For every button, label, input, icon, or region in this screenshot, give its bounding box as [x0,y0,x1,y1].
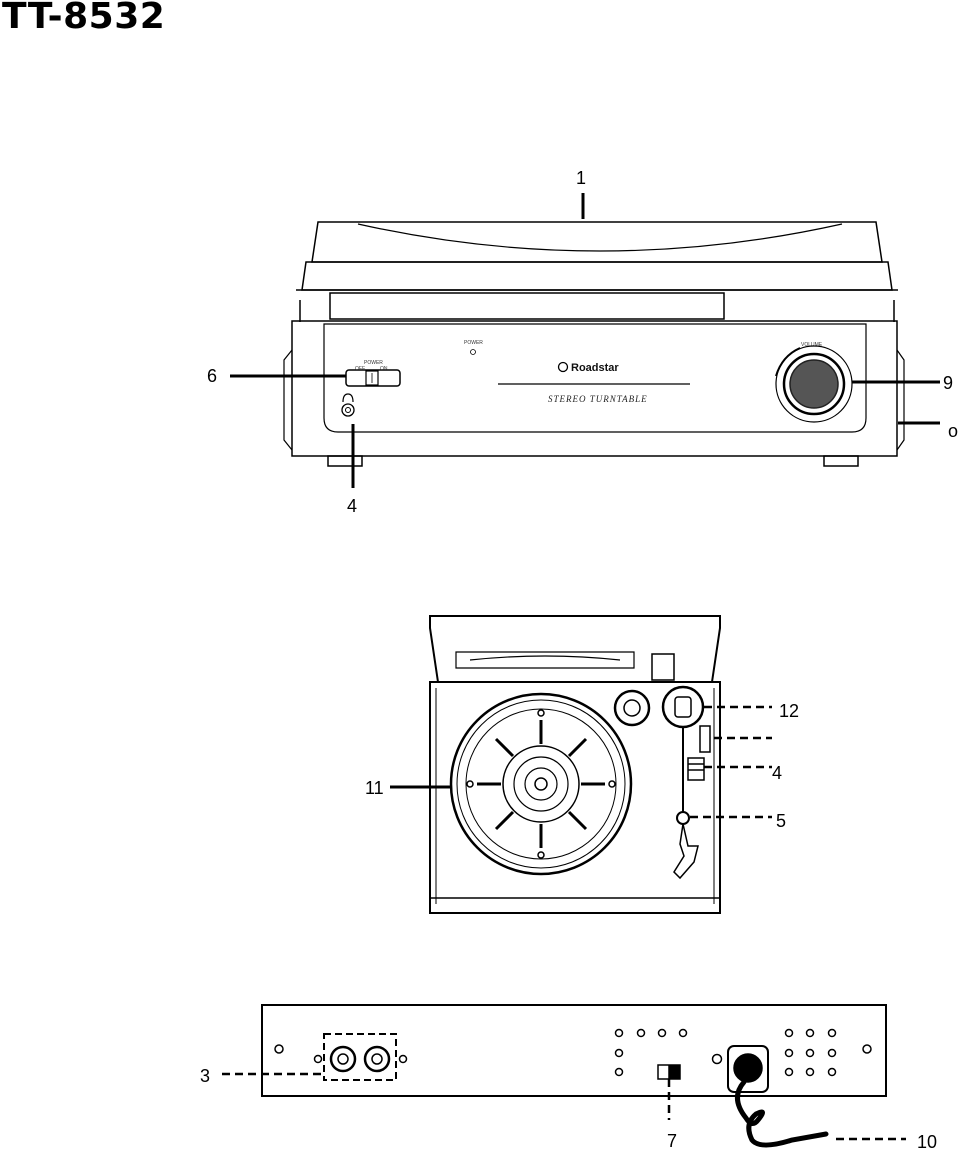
callout-3: 3 [200,1066,210,1086]
roadstar-logo-icon [557,361,569,373]
callout-12: 12 [779,701,799,721]
callout-7: 7 [667,1131,677,1151]
record-slot [329,292,725,320]
platter [449,692,633,876]
power-led [470,349,476,355]
lid-band [301,261,893,291]
tonearm-rest [676,811,690,825]
power-led-label: POWER [464,340,483,346]
model-title: TT-8532 [2,0,166,37]
front-view: POWER POWER OFF ON Roadstar STEREO TURNT… [207,168,958,516]
rca-left-jack[interactable] [329,1045,357,1073]
power-switch-plate[interactable] [345,369,401,387]
foot-right [823,455,859,467]
callout-9: 9 [943,373,953,393]
lid-curve [357,223,843,252]
callout-11: 11 [365,778,384,798]
rca-output-group [323,1033,397,1081]
rca-right-jack[interactable] [363,1045,391,1073]
power-cord-socket [727,1045,769,1093]
foot-left [327,455,363,467]
rear-view: 3 7 10 [200,1004,937,1152]
callout-4-front: 4 [347,496,357,516]
open-lid [429,615,721,683]
adapter-holder [613,689,651,727]
brand-name: Roadstar [571,362,619,374]
tonearm-base [661,685,705,729]
callout-10: 10 [917,1132,937,1152]
plinth [429,681,721,914]
spindle [534,777,548,791]
top-view: 12 4 5 11 [365,615,799,914]
callout-4-top: 4 [772,763,782,783]
volume-label: VOLUME [801,342,823,348]
speed-selector[interactable] [687,757,705,781]
callout-partial: o [948,421,958,441]
lid-outline [311,221,883,263]
callout-5: 5 [776,811,786,831]
callout-1: 1 [576,168,586,188]
power-switch-label: POWER [364,360,383,366]
headphone-jack[interactable] [341,403,355,417]
volume-knob[interactable] [782,352,846,416]
headphone-icon [342,393,354,403]
lift-lever[interactable] [699,725,711,753]
lid-hinge [651,653,675,681]
front-panel [323,323,867,433]
cartridge [673,823,699,880]
callout-6: 6 [207,366,217,386]
power-switch-on: ON [380,366,388,372]
brand-subtitle: STEREO TURNTABLE [548,394,648,404]
power-switch-off: OFF [355,366,365,372]
power-cord [735,1079,829,1148]
volume-ring [775,345,853,423]
main-body [291,320,898,457]
